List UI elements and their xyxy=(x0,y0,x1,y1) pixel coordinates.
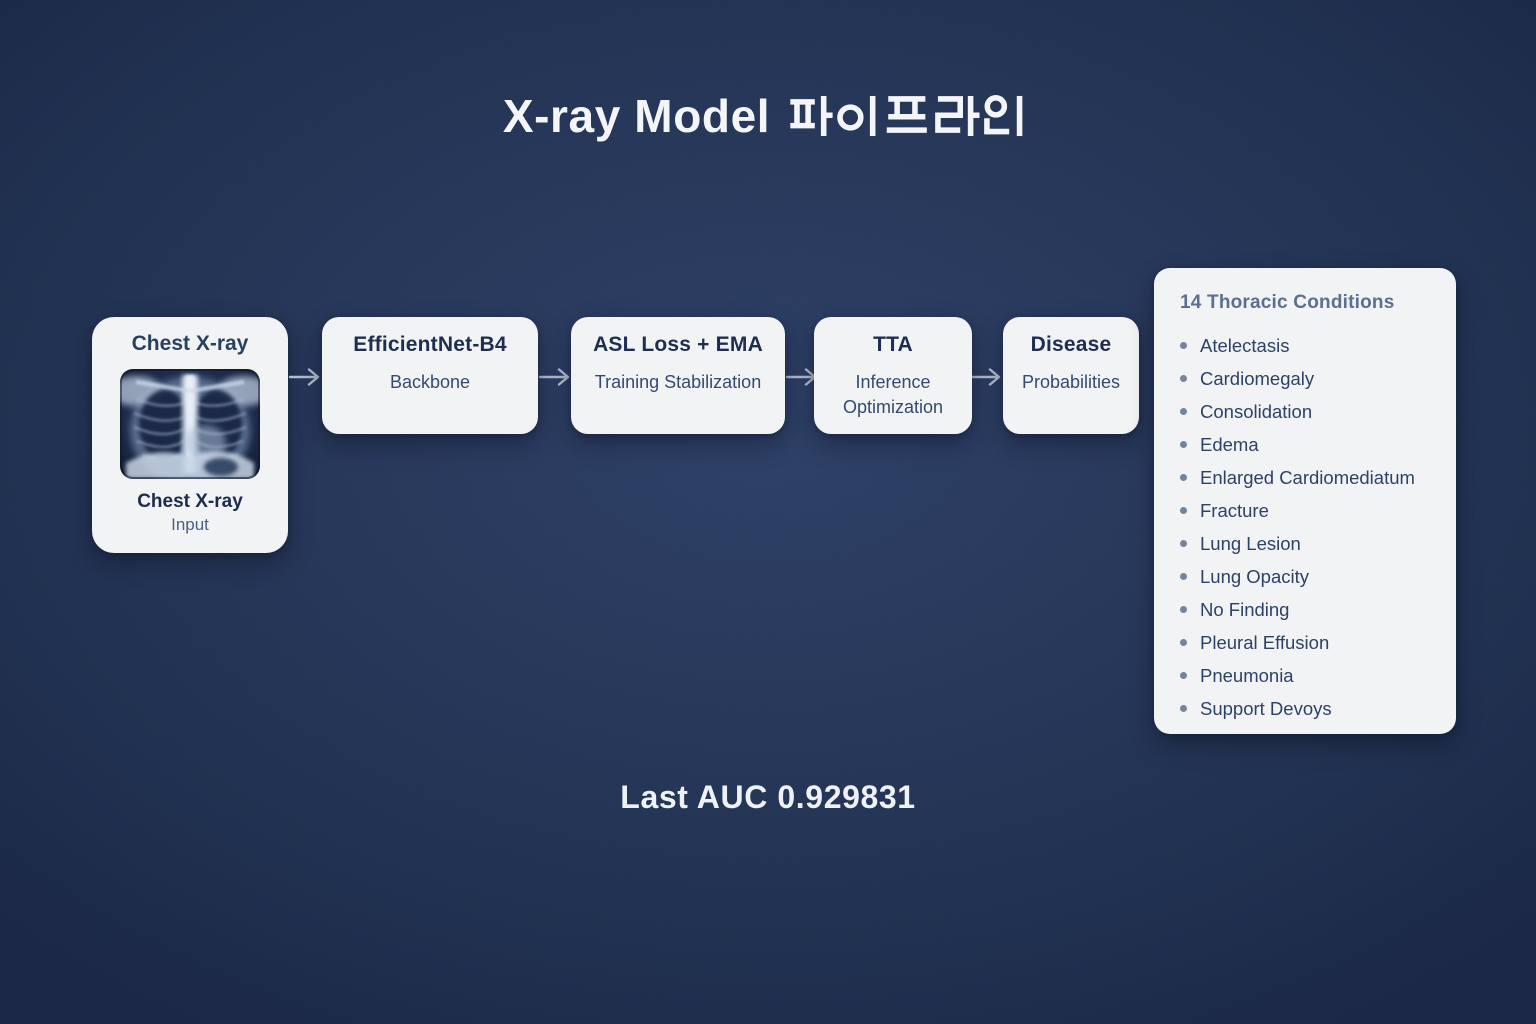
condition-label: Pleural Effusion xyxy=(1200,631,1330,653)
condition-label: Pneumonia xyxy=(1200,664,1294,686)
step-node-efficientnet: EfficientNet-B4 Backbone xyxy=(322,317,538,434)
condition-item: Pneumonia xyxy=(1180,659,1432,692)
input-node-label: Chest X-ray xyxy=(137,491,243,512)
bullet-icon xyxy=(1180,441,1187,448)
condition-label: Lung Opacity xyxy=(1200,565,1310,587)
flow-arrow-icon xyxy=(969,368,1001,386)
condition-item: Pleural Effusion xyxy=(1180,626,1432,659)
flow-arrow-icon xyxy=(288,368,320,386)
step-node-tta: TTA Inference Optimization xyxy=(814,317,972,434)
node-title: ASL Loss + EMA xyxy=(593,333,763,356)
condition-label: Cardiomegaly xyxy=(1200,367,1315,389)
bullet-icon xyxy=(1180,639,1187,646)
bullet-icon xyxy=(1180,705,1187,712)
condition-label: No Finding xyxy=(1200,598,1290,620)
condition-label: Support Devoys xyxy=(1200,697,1332,719)
condition-item: Lung Lesion xyxy=(1180,527,1432,560)
step-node-asl-loss-ema: ASL Loss + EMA Training Stabilization xyxy=(571,317,785,434)
node-title: EfficientNet-B4 xyxy=(353,333,507,356)
conditions-list: Atelectasis Cardiomegaly Consolidation E… xyxy=(1180,329,1432,725)
condition-item: Cardiomegaly xyxy=(1180,362,1432,395)
condition-item: Enlarged Cardiomediatum xyxy=(1180,461,1432,494)
bullet-icon xyxy=(1180,672,1187,679)
condition-label: Edema xyxy=(1200,433,1259,455)
bullet-icon xyxy=(1180,507,1187,514)
node-title: Disease xyxy=(1030,333,1112,356)
flow-arrow-icon xyxy=(538,368,570,386)
condition-item: Lung Opacity xyxy=(1180,560,1432,593)
input-node-header: Chest X-ray xyxy=(131,332,249,355)
node-title: TTA xyxy=(873,333,913,356)
condition-item: Consolidation xyxy=(1180,395,1432,428)
condition-label: Enlarged Cardiomediatum xyxy=(1200,466,1415,488)
node-subtitle: Backbone xyxy=(389,372,471,392)
bullet-icon xyxy=(1180,540,1187,547)
conditions-panel: 14 Thoracic Conditions Atelectasis Cardi… xyxy=(1154,268,1456,734)
conditions-panel-title: 14 Thoracic Conditions xyxy=(1180,292,1395,313)
condition-item: Edema xyxy=(1180,428,1432,461)
node-subtitle: Probabilities xyxy=(1021,372,1121,392)
bullet-icon xyxy=(1180,573,1187,580)
title-latin-text: X-ray Model xyxy=(502,90,771,142)
hangul-pipeline-glyphs xyxy=(790,95,1023,137)
input-node: Chest X-ray xyxy=(92,317,288,553)
condition-label: Atelectasis xyxy=(1200,334,1290,356)
bullet-icon xyxy=(1180,606,1187,613)
chest-xray-image xyxy=(120,369,260,479)
node-subtitle: Inference Optimization xyxy=(842,372,944,417)
condition-item: Fracture xyxy=(1180,494,1432,527)
bullet-icon xyxy=(1180,342,1187,349)
condition-item: Support Devoys xyxy=(1180,692,1432,725)
page-title: X-ray Model 파이프라인 xyxy=(0,84,1536,148)
condition-item: No Finding xyxy=(1180,593,1432,626)
condition-label: Consolidation xyxy=(1200,400,1313,422)
bullet-icon xyxy=(1180,474,1187,481)
title-hangul-text: 파이프라인 xyxy=(788,93,1033,139)
auc-metric-text: Last AUC 0.929831 xyxy=(620,779,916,815)
input-node-sublabel: Input xyxy=(171,515,209,534)
node-subtitle: Training Stabilization xyxy=(594,372,762,392)
step-node-disease: Disease Probabilities xyxy=(1003,317,1139,434)
bullet-icon xyxy=(1180,408,1187,415)
condition-label: Lung Lesion xyxy=(1200,532,1301,554)
condition-label: Fracture xyxy=(1200,499,1269,521)
bullet-icon xyxy=(1180,375,1187,382)
condition-item: Atelectasis xyxy=(1180,329,1432,362)
